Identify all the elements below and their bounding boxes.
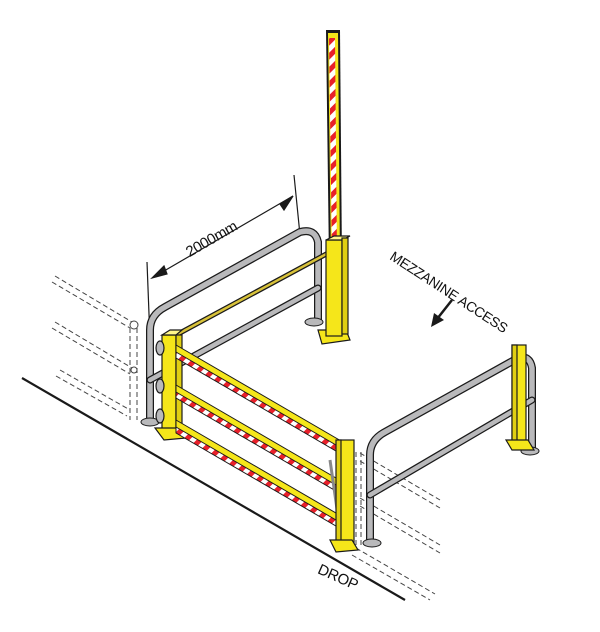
right-grey-handrail bbox=[362, 353, 540, 548]
access-arrow-icon bbox=[431, 299, 453, 327]
barrier-post bbox=[317, 235, 351, 345]
existing-handrail-right bbox=[351, 452, 441, 601]
raised-barrier-arm bbox=[326, 30, 342, 262]
right-yellow-post bbox=[504, 344, 536, 451]
dimension-line bbox=[146, 174, 301, 341]
gate-latch-post bbox=[329, 439, 360, 553]
existing-handrail-left bbox=[51, 275, 139, 420]
floor-edge-line bbox=[21, 377, 406, 601]
pivot-rod bbox=[176, 249, 332, 337]
swing-gate-bars bbox=[175, 344, 349, 534]
